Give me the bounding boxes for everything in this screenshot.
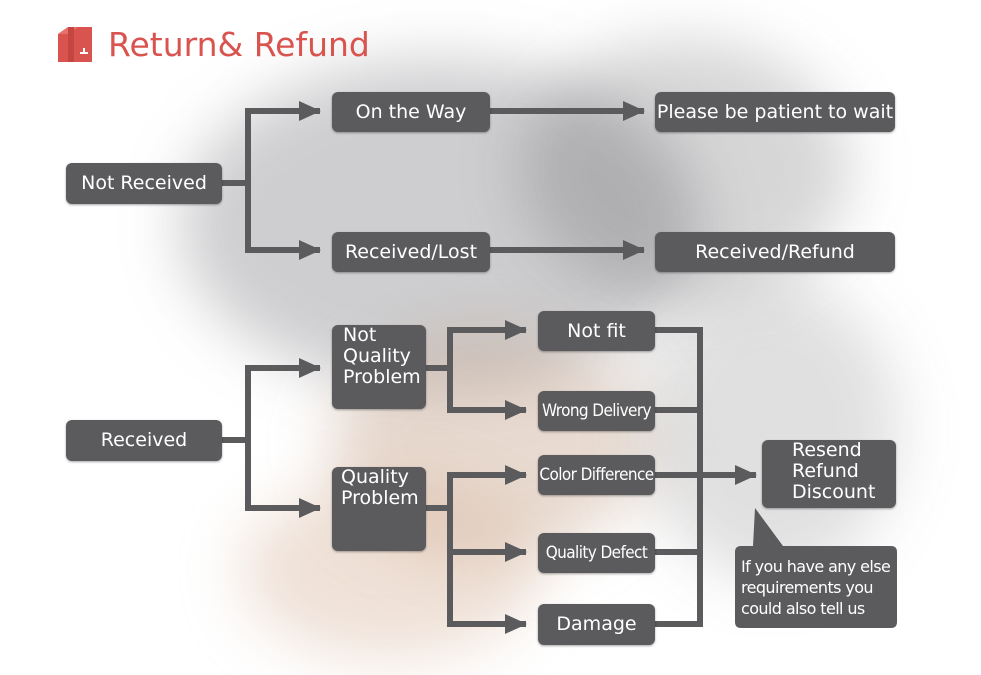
page-title: Return& Refund [54,24,370,66]
node-not-received: Not Received [66,163,222,204]
node-label: Wrong Delivery [542,400,652,421]
node-label: Damage [556,613,637,635]
node-label: Received/Refund [695,240,855,263]
node-received-refund: Received/Refund [655,232,895,272]
node-outcome: Resend Refund Discount [762,440,896,508]
node-label: Received/Lost [344,240,478,263]
node-label: Quality Defect [545,542,648,563]
note-line: requirements you [741,578,874,597]
node-not-fit: Not fit [538,311,655,351]
node-label: Not fit [567,319,626,342]
node-quality-defect: Quality Defect [538,533,655,573]
node-label-line: Discount [792,481,876,503]
node-not-quality-problem: Not Quality Problem [332,325,426,409]
node-on-the-way: On the Way [332,92,490,132]
node-label: Please be patient to wait [656,100,894,123]
node-please-wait: Please be patient to wait [655,92,895,132]
node-label: Color Difference [539,464,654,485]
node-label-line: Not [343,324,377,346]
box-icon [58,27,92,62]
title-text: Return& Refund [108,25,370,64]
note-line: could also tell us [741,599,865,618]
node-label: Not Received [81,172,207,194]
note-line: If you have any else [741,557,891,576]
node-label: Received [100,429,188,451]
node-color-difference: Color Difference [538,455,655,495]
node-label-line: Problem [341,487,419,509]
node-label-line: Resend [792,439,862,461]
node-label-line: Refund [792,460,859,482]
node-label-line: Quality [343,345,411,367]
node-received: Received [66,420,222,461]
node-label-line: Quality [341,466,409,488]
node-damage: Damage [538,604,655,645]
node-label-line: Problem [343,366,421,388]
note-text: If you have any else requirements you co… [741,556,895,619]
node-label: On the Way [355,100,467,123]
node-quality-problem: Quality Problem [332,467,426,551]
node-wrong-delivery: Wrong Delivery [538,391,655,431]
note-bubble [735,508,897,628]
node-received-lost: Received/Lost [332,232,490,272]
